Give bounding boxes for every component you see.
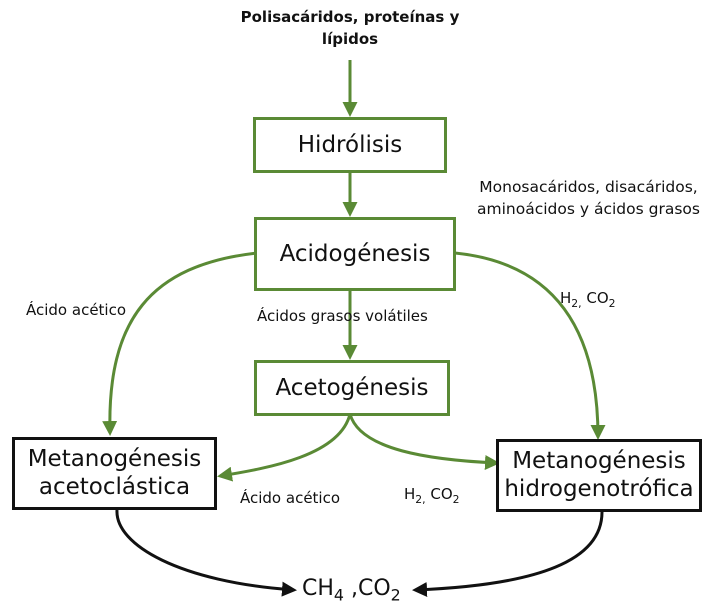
h2-co2-right-label: H2, CO2	[560, 289, 616, 310]
meta-aceto-line-2: acetoclástica	[38, 473, 191, 500]
acetogenesis-box: Acetogénesis	[254, 360, 450, 416]
arrow-acetogenesis-to-meta-aceto	[217, 413, 352, 482]
arrow-acidogenesis-to-meta-aceto	[102, 251, 258, 436]
hidrolisis-label: Hidrólisis	[297, 132, 403, 158]
arrow-acidogenesis-to-meta-hidro	[454, 251, 606, 440]
input-line-1: Polisacáridos, proteínas y	[240, 8, 460, 26]
acido-acetico-left-label: Ácido acético	[26, 301, 127, 319]
arrow-meta-aceto-to-output	[115, 509, 297, 597]
meta-hidro-box: Metanogénesis hidrogenotrófica	[496, 439, 702, 512]
h2-co2-lower-label: H2, CO2	[404, 485, 460, 506]
acidogenesis-label: Acidogénesis	[279, 241, 431, 267]
acido-acetico-lower-label: Ácido acético	[240, 489, 341, 507]
acidogenesis-box: Acidogénesis	[254, 217, 456, 291]
hydrolysis-products-label: Monosacáridos, disacáridos, aminoácidos …	[477, 176, 700, 221]
input-substrates-label: Polisacáridos, proteínas y lípidos	[225, 7, 475, 51]
agv-label: Ácidos grasos volátiles	[257, 307, 428, 325]
meta-hidro-line-2: hidrogenotrófica	[504, 475, 694, 502]
arrow-meta-hidro-to-output	[412, 511, 604, 598]
hidrolisis-box: Hidrólisis	[253, 117, 447, 173]
hydrolysis-products-line-1: Monosacáridos, disacáridos,	[479, 178, 698, 196]
meta-aceto-line-1: Metanogénesis	[27, 445, 202, 472]
arrow-acetogenesis-to-meta-hidro	[348, 413, 500, 470]
meta-aceto-box: Metanogénesis acetoclástica	[12, 437, 217, 510]
meta-hidro-line-1: Metanogénesis	[512, 447, 686, 474]
acetogenesis-label: Acetogénesis	[275, 375, 429, 401]
output-ch4-co2-label: CH4 ,CO2	[302, 576, 401, 605]
input-line-2: lípidos	[321, 29, 379, 48]
hydrolysis-products-line-2: aminoácidos y ácidos grasos	[477, 200, 700, 219]
